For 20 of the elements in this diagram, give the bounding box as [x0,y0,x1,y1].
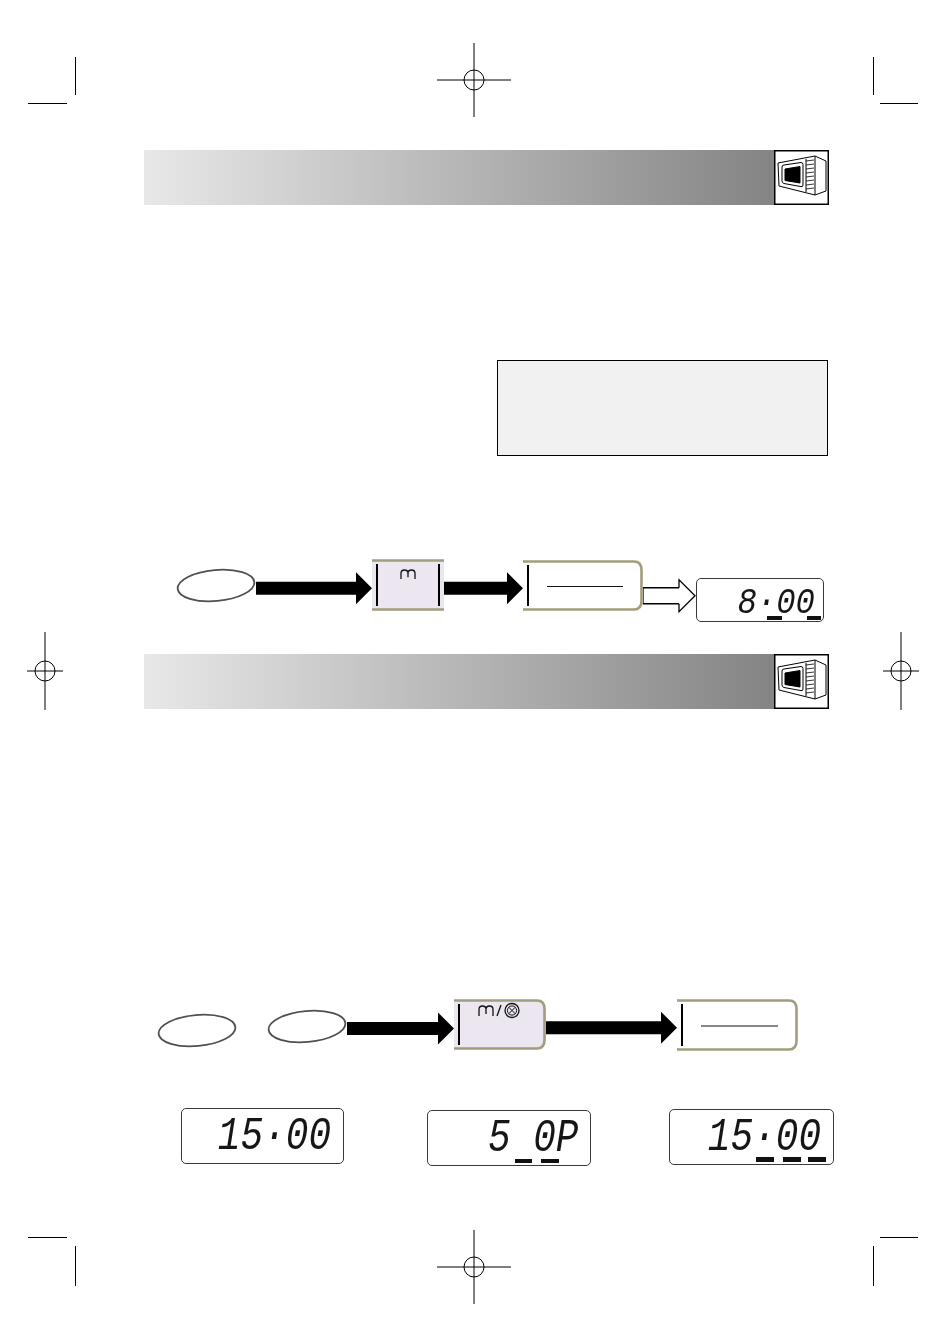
lcd-display [427,1110,591,1166]
panel-key [372,559,444,611]
lcd-display [181,1108,344,1164]
lcd-display [696,578,824,622]
lcd-display [669,1109,834,1165]
oval-key [176,567,256,604]
panel-key [454,999,546,1050]
hollow-arrow [642,579,696,613]
block-arrow [256,572,372,605]
block-arrow [347,1012,454,1045]
panel-key [677,999,798,1051]
display-reading: 5 0P [487,1117,578,1153]
block-arrow [444,572,523,605]
panel-key [523,560,643,611]
oval-key [267,1008,347,1045]
display-reading: 8·00 [737,585,815,614]
display-reading: 15·00 [707,1116,821,1152]
display-reading: 15·00 [217,1115,331,1151]
block-arrow [546,1011,677,1044]
oval-key [157,1012,237,1049]
